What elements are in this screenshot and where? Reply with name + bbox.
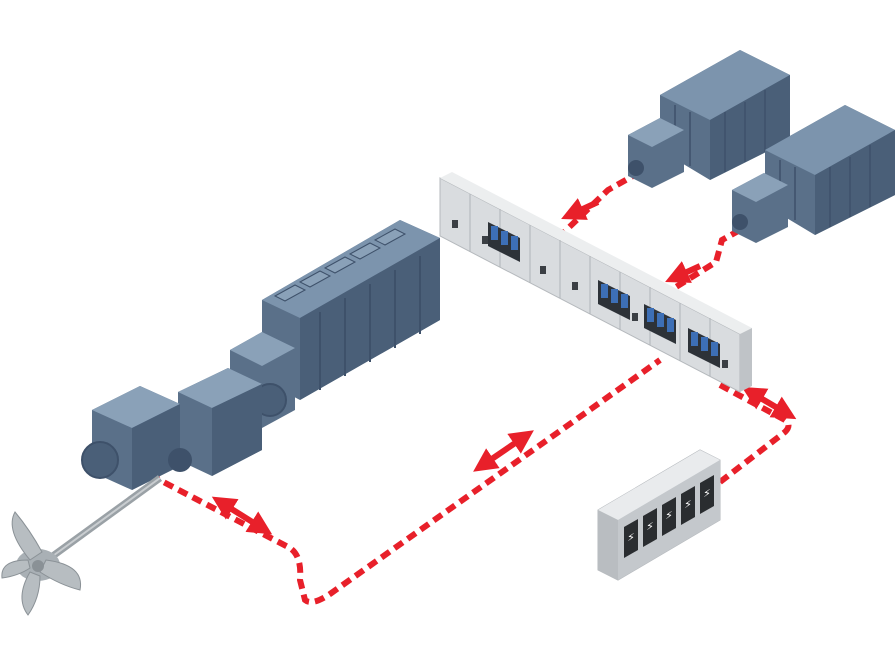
breaker-group-2 (598, 280, 630, 320)
aux-genset-1 (628, 50, 790, 188)
flow-arrows (211, 198, 797, 535)
svg-text:⚡: ⚡ (665, 509, 673, 522)
arrow-two-way-battery (741, 386, 797, 420)
cable-genset1-to-switchboard (557, 169, 642, 239)
breaker-group-3 (644, 304, 676, 344)
propulsion-motor (81, 368, 262, 490)
cable-genset2-to-switchboard (666, 227, 742, 295)
svg-text:⚡: ⚡ (703, 487, 711, 500)
cable-network (148, 169, 792, 605)
battery-cells: ⚡ ⚡ ⚡ ⚡ ⚡ (624, 475, 714, 558)
arrow-two-way-motor (211, 496, 273, 535)
propeller (1, 475, 163, 616)
aux-genset-2 (732, 105, 895, 243)
arrow-genset2 (665, 261, 702, 283)
arrow-genset1 (561, 198, 600, 220)
breaker-group-1 (488, 222, 520, 262)
battery-pack: ⚡ ⚡ ⚡ ⚡ ⚡ (597, 449, 721, 581)
cable-switchboard-to-battery (718, 382, 792, 485)
breaker-group-4 (688, 328, 720, 368)
svg-text:⚡: ⚡ (646, 520, 654, 533)
cable-motor-to-switchboard (148, 357, 662, 605)
arrow-two-way-switchboard (473, 430, 534, 472)
svg-text:⚡: ⚡ (684, 498, 692, 511)
main-switchboard (439, 172, 752, 393)
svg-text:⚡: ⚡ (627, 531, 635, 544)
